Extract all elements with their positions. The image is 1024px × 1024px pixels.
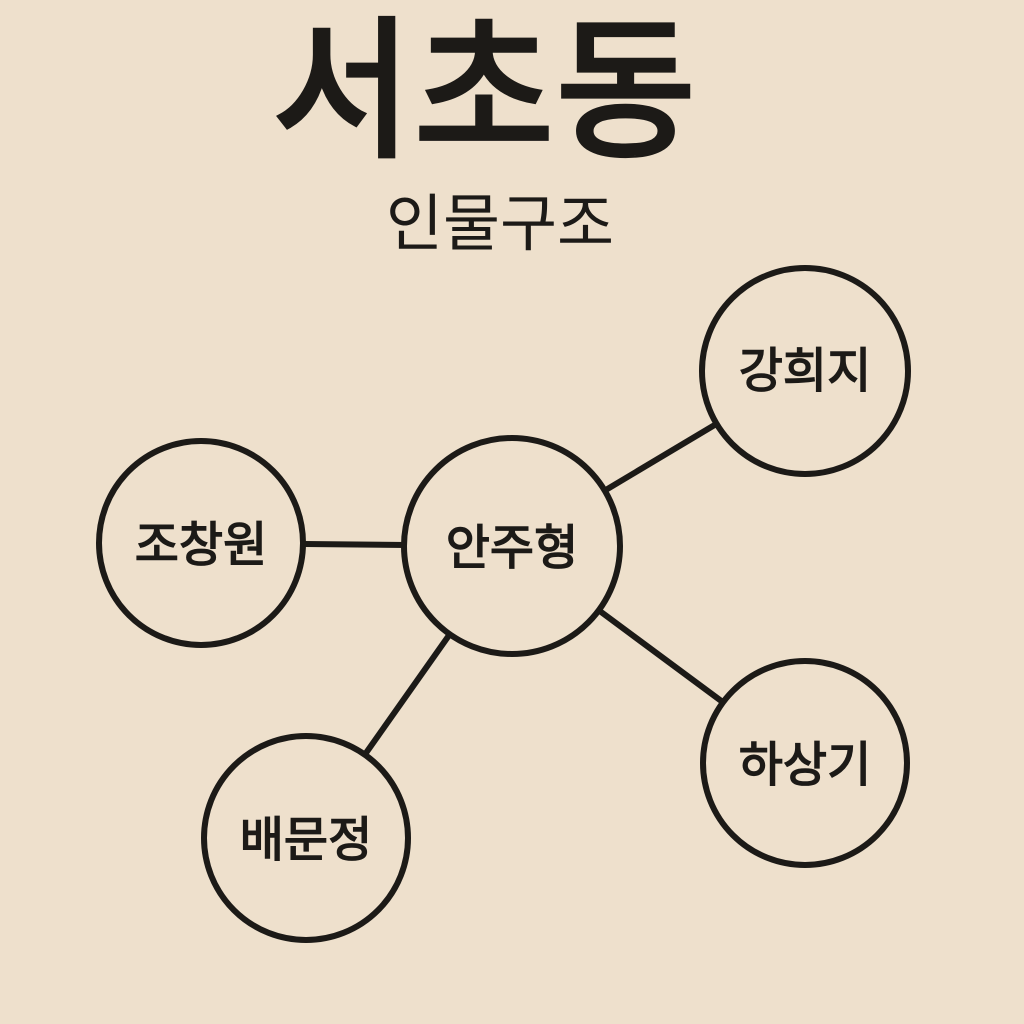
node-bottom-right: 하상기 xyxy=(700,658,910,868)
node-center: 안주형 xyxy=(401,435,623,657)
node-label: 하상기 xyxy=(739,737,871,793)
node-bottom-left: 배문정 xyxy=(201,733,411,943)
node-label: 조창원 xyxy=(135,517,267,573)
page-subtitle: 인물구조 xyxy=(385,187,615,260)
node-label: 안주형 xyxy=(446,520,578,576)
node-circle xyxy=(201,733,411,943)
node-label: 배문정 xyxy=(240,812,372,868)
node-circle xyxy=(699,265,911,477)
node-circle xyxy=(401,435,623,657)
page-title: 서초동 xyxy=(272,3,698,180)
node-label: 강희지 xyxy=(739,343,871,399)
node-circle xyxy=(96,438,306,648)
node-left: 조창원 xyxy=(96,438,306,648)
node-circle xyxy=(700,658,910,868)
node-top-right: 강희지 xyxy=(699,265,911,477)
